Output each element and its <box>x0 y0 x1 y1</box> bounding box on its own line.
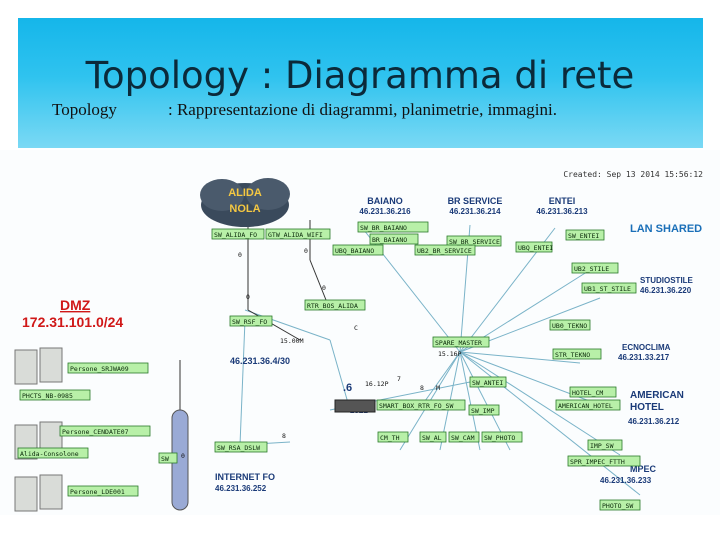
device-label: UB2_STILE <box>574 265 609 273</box>
title-banner <box>18 18 703 148</box>
site-name: ECNOCLIMA <box>622 343 671 352</box>
network-diagram-svg: ALIDA NOLA Created: Sep 13 2014 15:56:12… <box>14 170 703 512</box>
device-label: UB2_BR_SERVICE <box>417 247 472 255</box>
device-label: SW_AL <box>422 434 442 442</box>
device-label: SMART_BOX_RTR_FO_SW <box>379 402 453 410</box>
port-label: 15.00M <box>280 337 304 345</box>
site-ip: 46.231.36.212 <box>628 417 680 426</box>
server-label: Persone_SRJWA09 <box>70 365 129 373</box>
site-ip: 46.231.33.217 <box>618 353 670 362</box>
site-name: INTERNET FO <box>215 472 275 482</box>
device-label: SW_RSA_DSLW <box>217 444 260 452</box>
device-label: PHOTO_SW <box>602 502 633 510</box>
lan-shared-label: LAN SHARED <box>630 223 702 235</box>
site-ip: 46.231.36.220 <box>640 286 692 295</box>
port-label: 15.16P <box>438 350 462 358</box>
site-ip: 46.231.36.216 <box>359 207 411 216</box>
port-label: 8 <box>282 432 286 440</box>
dmz-title: DMZ <box>60 297 91 313</box>
port-label: 7 <box>397 375 401 383</box>
site-name: MPEC <box>630 464 657 474</box>
page-title: Topology : Diagramma di rete <box>85 54 635 97</box>
cloud-label-2: NOLA <box>229 203 260 215</box>
device-label: SW_CAM <box>451 434 475 442</box>
device-label: SW_ANTEI <box>472 379 503 387</box>
device-label: SW_IMP <box>471 407 495 415</box>
subtitle-term: Topology <box>52 100 117 119</box>
port-label: 8 <box>420 384 424 392</box>
port-label: M <box>436 384 440 392</box>
port-label: 0 <box>181 452 185 460</box>
device-label: STR_TEKNO <box>555 351 590 359</box>
device-label: BR_BAIANO <box>372 236 407 244</box>
device-label: SW_BR_BAIANO <box>360 224 407 232</box>
site-name: BR SERVICE <box>448 196 503 206</box>
subnet-label: 46.231.36.4/30 <box>230 356 290 366</box>
network-diagram: ALIDA NOLA Created: Sep 13 2014 15:56:12… <box>0 150 720 515</box>
site-ip: 46.231.36.213 <box>536 207 588 216</box>
device-label: SW_ENTEI <box>568 232 599 240</box>
device-label: SW_PHOTO <box>484 434 515 442</box>
device-label: SW_ALIDA_FO <box>214 231 257 239</box>
server-label: PHCTS_NB-0985 <box>22 392 73 400</box>
device-label: RTR_BOS_ALIDA <box>307 302 358 310</box>
device-label: GTW_ALIDA_WIFI <box>268 231 323 239</box>
device-label: HOTEL_CM <box>572 389 603 397</box>
site-ip: 46.231.36.233 <box>600 476 652 485</box>
device-label: SPR_IMPEC_FTTH <box>570 458 625 466</box>
server-label: Alida-Consolone <box>20 450 79 458</box>
device-label: UB1_ST_STILE <box>584 285 631 293</box>
port-label: 0 <box>322 284 326 292</box>
server-label: Persone_CENDATE07 <box>62 428 129 436</box>
port-label: 0 <box>246 293 250 301</box>
device-label: SW_BR_SERVICE <box>449 238 500 246</box>
device-label: SW_RSF_FO <box>232 318 267 326</box>
port-label: 0 <box>238 251 242 259</box>
router-2821 <box>334 399 376 413</box>
site-ip: 46.231.36.214 <box>449 207 501 216</box>
cloud-label-1: ALIDA <box>228 187 262 199</box>
device-label-texts: SW_ALIDA_FO GTW_ALIDA_WIFI SW_BR_BAIANO … <box>20 224 633 510</box>
created-timestamp: Created: Sep 13 2014 15:56:12 <box>563 170 703 179</box>
cloud-icon <box>200 178 290 227</box>
server-icons <box>14 347 63 512</box>
site-name: HOTEL <box>630 402 664 413</box>
node-number: .6 <box>343 382 352 394</box>
site-name: BAIANO <box>367 196 403 206</box>
server-label: Persone_LDE001 <box>70 488 125 496</box>
device-label: SPARE_MASTER <box>435 339 482 347</box>
device-label: IMP_SW <box>590 442 614 450</box>
site-name: STUDIOSTILE <box>640 276 694 285</box>
device-label: SW <box>161 455 169 463</box>
site-ip: 46.231.36.252 <box>215 484 267 493</box>
device-label: CM_TH <box>380 434 400 442</box>
device-label: UBQ_BAIANO <box>335 247 374 255</box>
port-label: 0 <box>304 247 308 255</box>
device-label: AMERICAN_HOTEL <box>558 402 613 410</box>
subtitle-description: : Rappresentazione di diagrammi, planime… <box>168 100 557 119</box>
device-label: UB0_TEKNO <box>552 322 587 330</box>
site-name: AMERICAN <box>630 390 684 401</box>
device-label-boxes <box>17 221 641 511</box>
port-label: C <box>354 324 358 332</box>
port-labels: 0 0 0 0 15.00M 15.16P 16.12P C 7 8 M 8 0 <box>181 247 462 460</box>
dmz-subnet: 172.31.101.0/24 <box>22 314 123 330</box>
port-label: 16.12P <box>365 380 389 388</box>
site-name: ENTEI <box>549 196 576 206</box>
device-label: UBQ_ENTEI <box>518 244 553 252</box>
